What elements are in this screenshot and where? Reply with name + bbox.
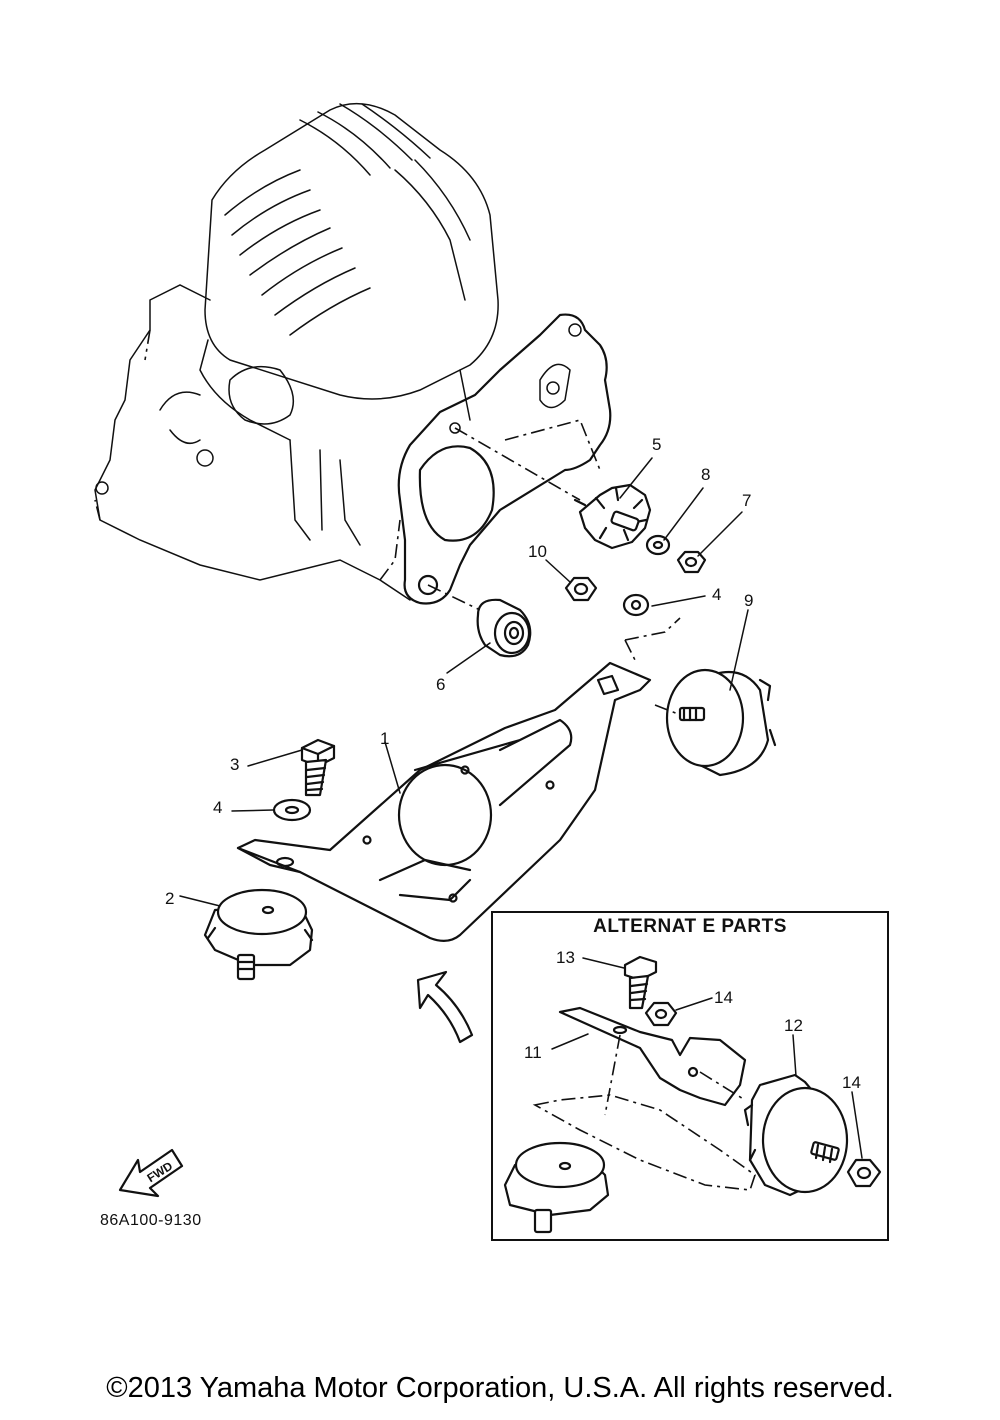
callout-2: 2: [165, 889, 174, 908]
part-1-bracket: [236, 661, 652, 942]
callout-13: 13: [556, 948, 575, 967]
part-4-washer-upper: [622, 593, 650, 617]
callout-12: 12: [784, 1016, 803, 1035]
curved-arrow: [416, 970, 474, 1044]
callout-leaders: [179, 457, 863, 1159]
part-2-rubber-mount: [203, 888, 314, 981]
engine-block: [94, 102, 612, 605]
alternate-parts-box: [491, 911, 889, 1241]
part-6-bushing: [476, 598, 532, 658]
callout-4-upper: 4: [712, 585, 721, 604]
callout-14-upper: 14: [714, 988, 733, 1007]
callout-3: 3: [230, 755, 239, 774]
callout-11: 11: [524, 1043, 542, 1062]
copyright-notice: ©2013 Yamaha Motor Corporation, U.S.A. A…: [106, 1372, 894, 1404]
callout-9: 9: [744, 591, 753, 610]
callout-4-lower: 4: [213, 798, 222, 817]
diagram-number: 86A100-9130: [100, 1212, 202, 1229]
fwd-arrow-icon: FWD: [118, 1148, 184, 1198]
part-5-coupler: [573, 483, 652, 550]
part-7-nut: [676, 550, 707, 574]
alternate-parts-drawing: [503, 955, 882, 1234]
callout-14-lower: 14: [842, 1073, 861, 1092]
part-9-rubber-mount: [665, 668, 777, 777]
callout-7: 7: [742, 491, 751, 510]
alternate-parts-title: ALTERNAT E PARTS: [593, 916, 787, 937]
callout-8: 8: [701, 465, 710, 484]
callout-5: 5: [652, 435, 661, 454]
callout-6: 6: [436, 675, 445, 694]
part-3-bolt: [300, 738, 336, 797]
part-10-nut: [564, 576, 598, 602]
callout-10: 10: [528, 542, 547, 561]
callout-1: 1: [380, 729, 389, 748]
callout-numbers: 5 8 7 10 4 9 6 1 3 4 2 13 14 11 12 14: [165, 435, 861, 1092]
part-4-washer-lower: [272, 798, 312, 822]
